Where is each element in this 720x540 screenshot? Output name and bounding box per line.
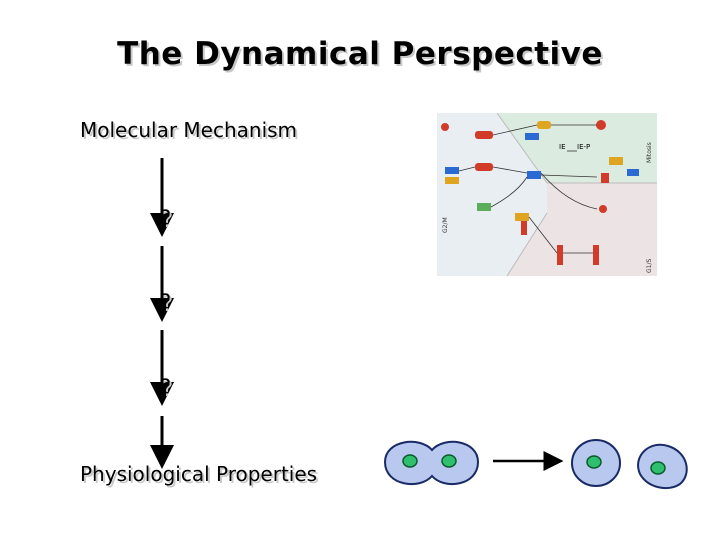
question-mark-3: ? [160, 375, 171, 399]
regulatory-network-diagram: Mitosis G2/M G1/S IE IE-P [437, 113, 657, 276]
question-mark-1: ? [160, 206, 171, 230]
mitosis-phase-label: Mitosis [646, 142, 653, 163]
nucleus [403, 455, 417, 467]
cell-division-illustration [378, 436, 698, 536]
g2m-phase-label: G2/M [442, 217, 449, 233]
physiological-properties-label: Physiological Properties [80, 462, 317, 486]
question-mark-2: ? [160, 290, 171, 314]
ie-node: IE [559, 143, 566, 151]
dividing-cell [385, 442, 478, 484]
nucleus [442, 455, 456, 467]
g1s-phase-label: G1/S [646, 259, 653, 273]
iep-node: IE-P [577, 143, 590, 151]
daughter-cell-1 [572, 440, 620, 486]
daughter-cell-2 [638, 445, 687, 488]
nucleus [587, 456, 601, 468]
nucleus [651, 462, 665, 474]
